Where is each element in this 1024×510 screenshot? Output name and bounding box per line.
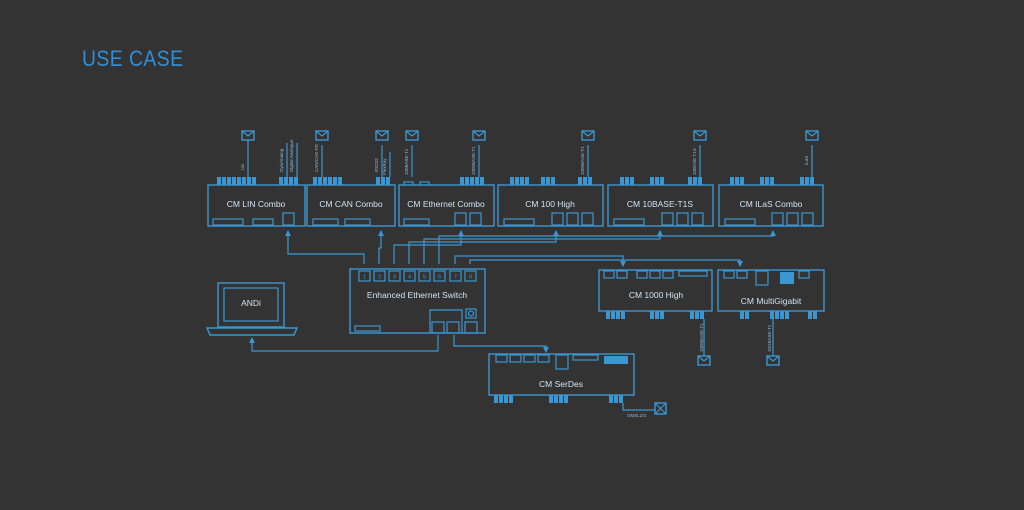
module-cm-ethernet-combo: 100BASE-T1 1000BASE-T1 CM Ethernet Combo: [398, 130, 495, 227]
module-label: CM LIN Combo: [227, 199, 286, 209]
signal-label: CAN/CAN-FD: [314, 144, 319, 172]
switch-port: 8: [469, 275, 472, 281]
switch-port: 7: [454, 275, 457, 281]
signal-label: Dyn/Analog: [279, 148, 284, 172]
signal-label: 1000BASE-T1: [471, 146, 476, 175]
switch-port: 6: [438, 275, 441, 281]
switch-port: 2: [378, 275, 381, 281]
module-cm-1000-high: 1000BASE-T1 CM 1000 High: [598, 269, 713, 366]
module-cm-10base-t1s: 10BASE-T1S CM 10BASE-T1S: [607, 130, 714, 227]
module-label: CM 10BASE-T1S: [627, 199, 693, 209]
signal-label: FlexRay: [382, 158, 387, 175]
signal-label: 10GBASE-T1: [767, 324, 772, 352]
signal-label: Digital Analogue: [289, 139, 294, 172]
signal-label: 100BASE-T1: [404, 148, 409, 175]
module-label: CM MultiGigabit: [741, 296, 802, 306]
module-cm-serdes: GMSL2/3 CM SerDes: [488, 353, 667, 418]
module-label: CM 1000 High: [629, 290, 684, 300]
page-title: USE CASE: [82, 46, 184, 71]
module-cm-100-high: 1000BASE-T1 CM 100 High: [497, 130, 604, 227]
switch-port: 3: [393, 275, 396, 281]
module-label: CM Ethernet Combo: [407, 199, 485, 209]
signal-label: Lin: [240, 163, 245, 170]
signal-label: ILaS: [804, 156, 809, 165]
connector-lines: [249, 230, 776, 353]
module-label: CM SerDes: [539, 379, 583, 389]
module-cm-can-combo: CAN/CAN-FD RS232 FlexRay CM CAN Combo: [306, 130, 396, 227]
switch-port: 1: [363, 275, 366, 281]
module-enhanced-ethernet-switch: 1 2 3 4 5 6 7 8 Enhanced Ethernet Switch: [349, 268, 486, 334]
andi-laptop: ANDi: [205, 282, 299, 336]
module-label: CM 100 High: [525, 199, 575, 209]
module-cm-multigigabit: 10GBASE-T1 CM MultiGigabit: [717, 269, 825, 366]
module-cm-ilas-combo: ILaS CM ILaS Combo: [718, 130, 824, 227]
signal-label: 1000BASE-T1: [580, 146, 585, 175]
switch-ports: 1 2 3 4 5 6 7 8: [358, 270, 477, 282]
module-label: Enhanced Ethernet Switch: [367, 290, 467, 300]
signal-label: RS232: [374, 158, 379, 172]
signal-label: 1000BASE-T1: [699, 323, 704, 352]
laptop-label: ANDi: [241, 298, 261, 308]
switch-port: 5: [423, 275, 426, 281]
signal-label: 10BASE-T1S: [692, 148, 697, 175]
module-cm-lin-combo: Lin Dyn/Analog Digital Analogue CM LIN C…: [207, 130, 306, 227]
signal-label: GMSL2/3: [627, 413, 647, 418]
module-label: CM ILaS Combo: [740, 199, 803, 209]
switch-port: 4: [408, 275, 411, 281]
module-label: CM CAN Combo: [319, 199, 383, 209]
